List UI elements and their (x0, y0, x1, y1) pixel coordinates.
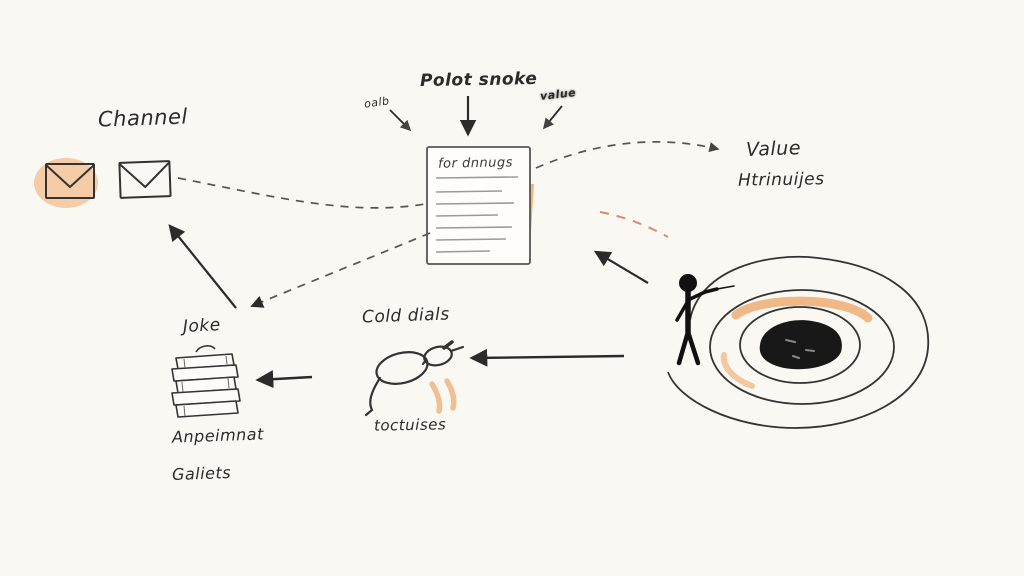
glasses-caption-label: toctuises (373, 415, 447, 435)
arrow-joke-to-envelopes (168, 224, 237, 309)
book-stack-sketch (171, 345, 241, 418)
document-sketch (426, 146, 534, 265)
dashed-connector-document-joke (250, 232, 431, 308)
document-text-lines (435, 176, 519, 253)
dashed-connector-envelopes-document (177, 177, 426, 209)
glasses-orange-marks (429, 378, 457, 414)
arrow-spiral-to-glasses (469, 348, 625, 367)
top-title-label: Polot snoke (419, 68, 538, 92)
spiral-orange-arc-small (720, 352, 755, 389)
arrow-glasses-to-books (255, 370, 313, 389)
arrow-spiral-to-document (593, 250, 649, 284)
arrow-oalb-to-document (389, 109, 412, 132)
value-subheading-label: Htrinuijes (737, 169, 825, 191)
dashed-connector-red (599, 211, 669, 238)
glasses-sketch (364, 340, 465, 417)
black-hole-specks (785, 339, 815, 359)
channel-icons-group (34, 158, 172, 208)
books-caption-line2: Galiets (171, 462, 232, 485)
book-page-ticks (181, 355, 230, 417)
document-title-label: for dnnugs (437, 155, 514, 172)
joke-label: Joke (182, 315, 222, 337)
envelope-icon (45, 163, 95, 199)
channel-label: Channel (97, 104, 189, 132)
stick-figure (675, 274, 735, 366)
books-caption-line1: Anpeimnat (171, 424, 265, 447)
dashed-connector-document-value (535, 141, 720, 169)
spiral-orange-arc (731, 296, 873, 323)
envelope-icon (118, 160, 172, 199)
cold-dials-label: Cold dials (361, 304, 451, 328)
black-hole-center (759, 320, 842, 370)
value-heading-label: Value (745, 137, 802, 161)
black-hole-spiral-sketch (667, 255, 930, 429)
arrow-value-note-to-document (542, 105, 563, 130)
